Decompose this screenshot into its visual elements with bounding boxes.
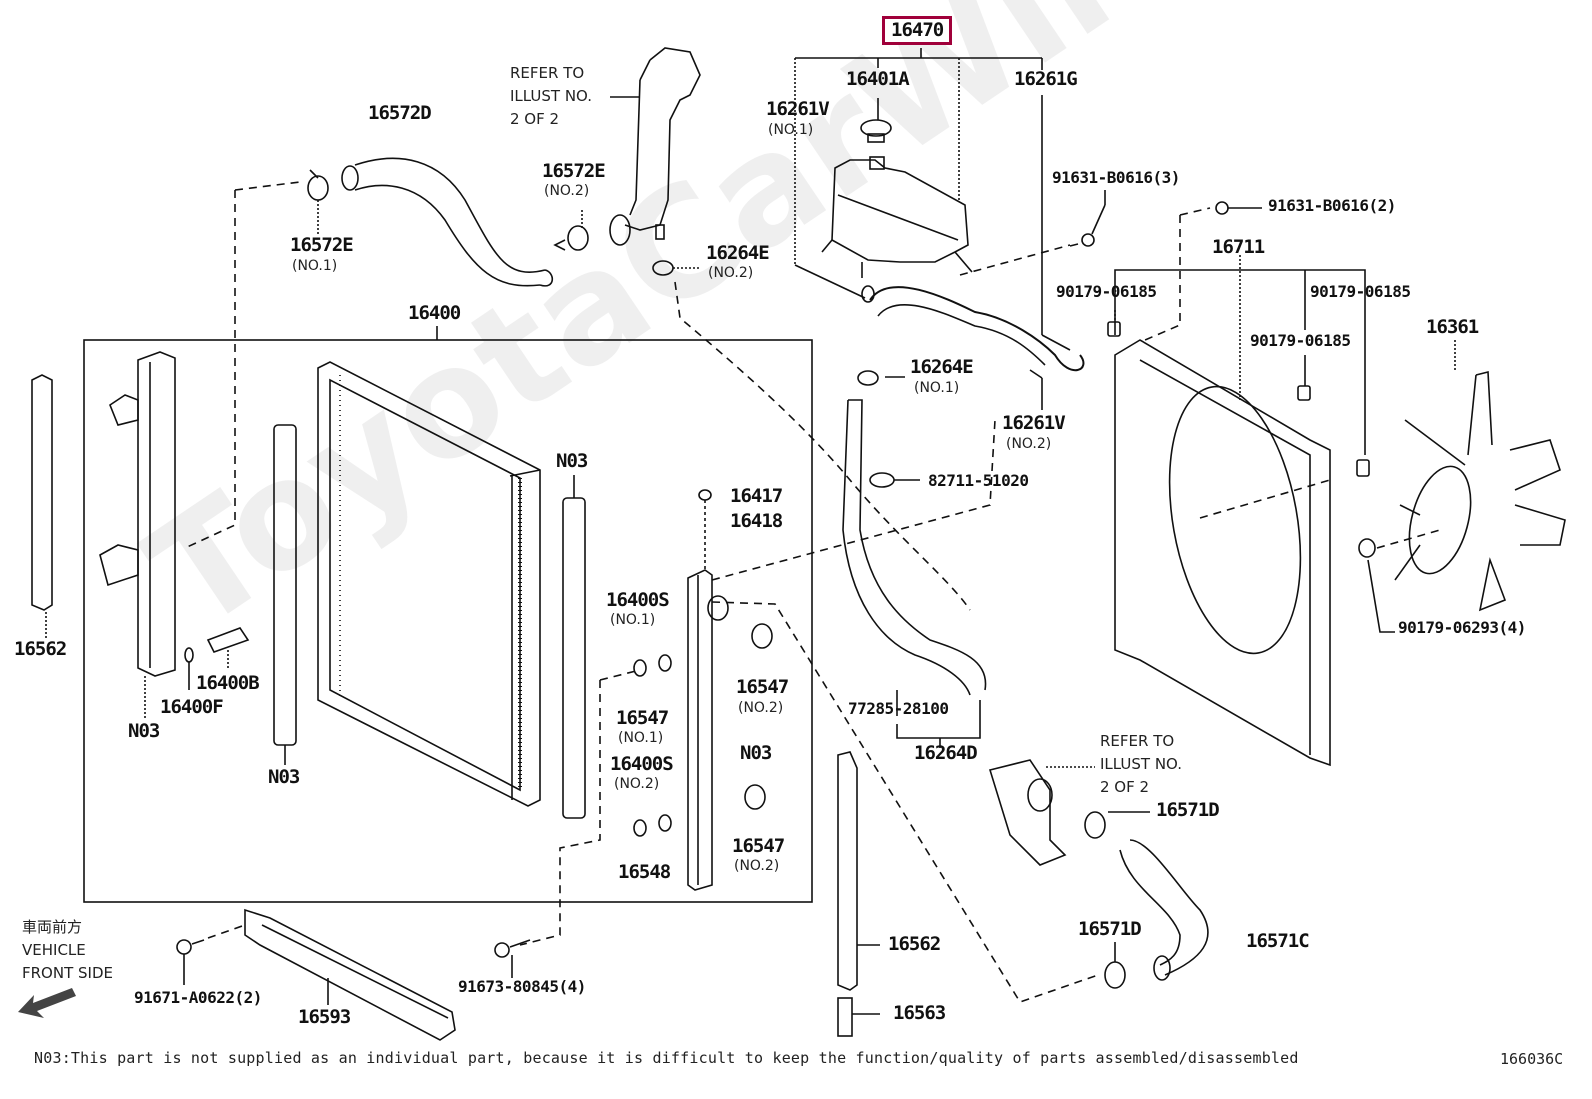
part-label-16400[interactable]: 16400 (408, 302, 461, 324)
bolt-91631-3-part (959, 190, 1106, 276)
lower-hose-part (842, 399, 987, 748)
side-seal-16562-left-part (31, 374, 53, 640)
part-label-16547-no2-a[interactable]: 16547 (736, 676, 789, 698)
footnote-n03: N03:This part is not supplied as an indi… (34, 1049, 1299, 1067)
water-outlet-pipe-part (609, 47, 701, 246)
seal-16563-part (837, 997, 853, 1037)
part-label-16711[interactable]: 16711 (1212, 236, 1265, 258)
clamp-16264E-no2-part (652, 260, 971, 611)
part-label-16264E-no1[interactable]: 16264E (910, 356, 974, 378)
bolt-91631-2-part (1215, 201, 1262, 215)
water-inlet-part (988, 759, 1095, 866)
part-label-90179-06185-a[interactable]: 90179-06185 (1056, 282, 1157, 301)
part-label-82711-51020[interactable]: 82711-51020 (928, 471, 1029, 490)
part-label-N03-right-seal[interactable]: N03 (556, 450, 588, 472)
part-label-N03-right-tank[interactable]: N03 (740, 742, 772, 764)
part-label-16400S-no1[interactable]: 16400S (606, 589, 670, 611)
part-label-90179-06293-4[interactable]: 90179-06293(4) (1398, 618, 1526, 637)
part-label-16261G[interactable]: 16261G (1014, 68, 1078, 90)
refer-note-lower: REFER TO ILLUST NO. 2 OF 2 (1100, 732, 1183, 796)
part-label-16548[interactable]: 16548 (618, 861, 671, 883)
reservoir-cap-part (860, 98, 892, 143)
part-label-16361[interactable]: 16361 (1426, 316, 1479, 338)
part-label-91671-A0622-2[interactable]: 91671-A0622(2) (134, 988, 262, 1007)
part-label-16547-no1[interactable]: 16547 (616, 707, 669, 729)
arrow-front-left-icon (18, 988, 76, 1018)
part-label-16400F[interactable]: 16400F (160, 696, 224, 718)
bolt-91673-part (494, 939, 531, 978)
part-label-91631-B0616-2[interactable]: 91631-B0616(2) (1268, 196, 1396, 215)
part-label-N03-left-seal[interactable]: N03 (268, 766, 300, 788)
part-sublabel-16547-no2-b: (NO.2) (734, 858, 780, 874)
part-label-16572E-no1[interactable]: 16572E (290, 234, 354, 256)
right-radiator-tank-part (687, 419, 996, 891)
part-label-16400B[interactable]: 16400B (196, 672, 260, 694)
radiator-assembly-frame (83, 339, 813, 903)
seal-n03-part (273, 424, 297, 746)
part-sublabel-16264E-no1: (NO.1) (914, 380, 960, 396)
part-label-16264E-no2[interactable]: 16264E (706, 242, 770, 264)
seal-n03-right-part (562, 497, 586, 819)
part-label-16562-mid[interactable]: 16562 (888, 933, 941, 955)
direction-label-jp: 車両前方 (22, 918, 83, 936)
part-label-16261V-no1[interactable]: 16261V (766, 98, 830, 120)
air-deflector-part (244, 908, 456, 1041)
part-label-N03-left-tank[interactable]: N03 (128, 720, 160, 742)
part-label-16593[interactable]: 16593 (298, 1006, 351, 1028)
part-label-90179-06185-c[interactable]: 90179-06185 (1250, 331, 1351, 350)
part-label-16563[interactable]: 16563 (893, 1002, 946, 1024)
part-sublabel-16572E-no2: (NO.2) (544, 183, 590, 199)
drain-cock-16400B-part (206, 627, 250, 670)
fan-shroud-part (1114, 207, 1366, 767)
part-sublabel-16400S-no2: (NO.2) (614, 776, 660, 792)
part-sublabel-16547-no2-a: (NO.2) (738, 700, 784, 716)
part-label-16470-highlighted[interactable]: 16470 (882, 16, 953, 45)
upper-hose-part (341, 157, 554, 287)
part-label-91631-B0616-3[interactable]: 91631-B0616(3) (1052, 168, 1180, 187)
part-sublabel-16547-no1: (NO.1) (618, 730, 664, 746)
left-radiator-tank-part (99, 351, 176, 720)
part-sublabel-16264E-no2: (NO.2) (708, 265, 754, 281)
bolt-91671-part (176, 924, 246, 985)
clamp-16572E-no1-part (307, 169, 329, 235)
cushion-16547-no2b-part (744, 784, 766, 810)
reservoir-tank-part (821, 156, 973, 278)
part-label-16572D[interactable]: 16572D (368, 102, 432, 124)
radiator-hose-16571C-part (1119, 839, 1209, 981)
part-label-16401A[interactable]: 16401A (846, 68, 910, 90)
illustration-code: 166036C (1500, 1050, 1564, 1068)
part-label-16547-no2-b[interactable]: 16547 (732, 835, 785, 857)
part-label-16417[interactable]: 16417 (730, 485, 783, 507)
part-label-90179-06185-b[interactable]: 90179-06185 (1310, 282, 1411, 301)
overflow-hose-part (869, 286, 1085, 372)
part-label-16418[interactable]: 16418 (730, 510, 783, 532)
part-label-16562-left[interactable]: 16562 (14, 638, 67, 660)
part-label-16571C[interactable]: 16571C (1246, 930, 1310, 952)
part-sublabel-16400S-no1: (NO.1) (610, 612, 656, 628)
cooling-fan-part (1394, 340, 1566, 612)
part-label-16400S-no2[interactable]: 16400S (610, 753, 674, 775)
part-sublabel-16261V-no2: (NO.2) (1006, 436, 1052, 452)
cushion-16547-no2a-part (751, 623, 773, 649)
clamp-16572E-no2-part (553, 210, 589, 251)
direction-label-line1: VEHICLE (22, 941, 86, 959)
part-label-77285-28100[interactable]: 77285-28100 (848, 699, 949, 718)
part-label-16264D[interactable]: 16264D (914, 742, 978, 764)
part-sublabel-16572E-no1: (NO.1) (292, 258, 338, 274)
part-label-16261V-no2[interactable]: 16261V (1002, 412, 1066, 434)
direction-label-line2: FRONT SIDE (22, 964, 113, 982)
part-label-16571D-upper[interactable]: 16571D (1156, 799, 1220, 821)
part-label-16572E-no2[interactable]: 16572E (542, 160, 606, 182)
part-sublabel-16261V-no1: (NO.1) (768, 122, 814, 138)
part-label-16571D-lower[interactable]: 16571D (1078, 918, 1142, 940)
side-seal-16562-mid-part (837, 751, 880, 991)
part-label-91673-80845-4[interactable]: 91673-80845(4) (458, 977, 586, 996)
refer-note-upper: REFER TO ILLUST NO. 2 OF 2 (510, 64, 593, 128)
radiator-core-part (317, 361, 541, 807)
